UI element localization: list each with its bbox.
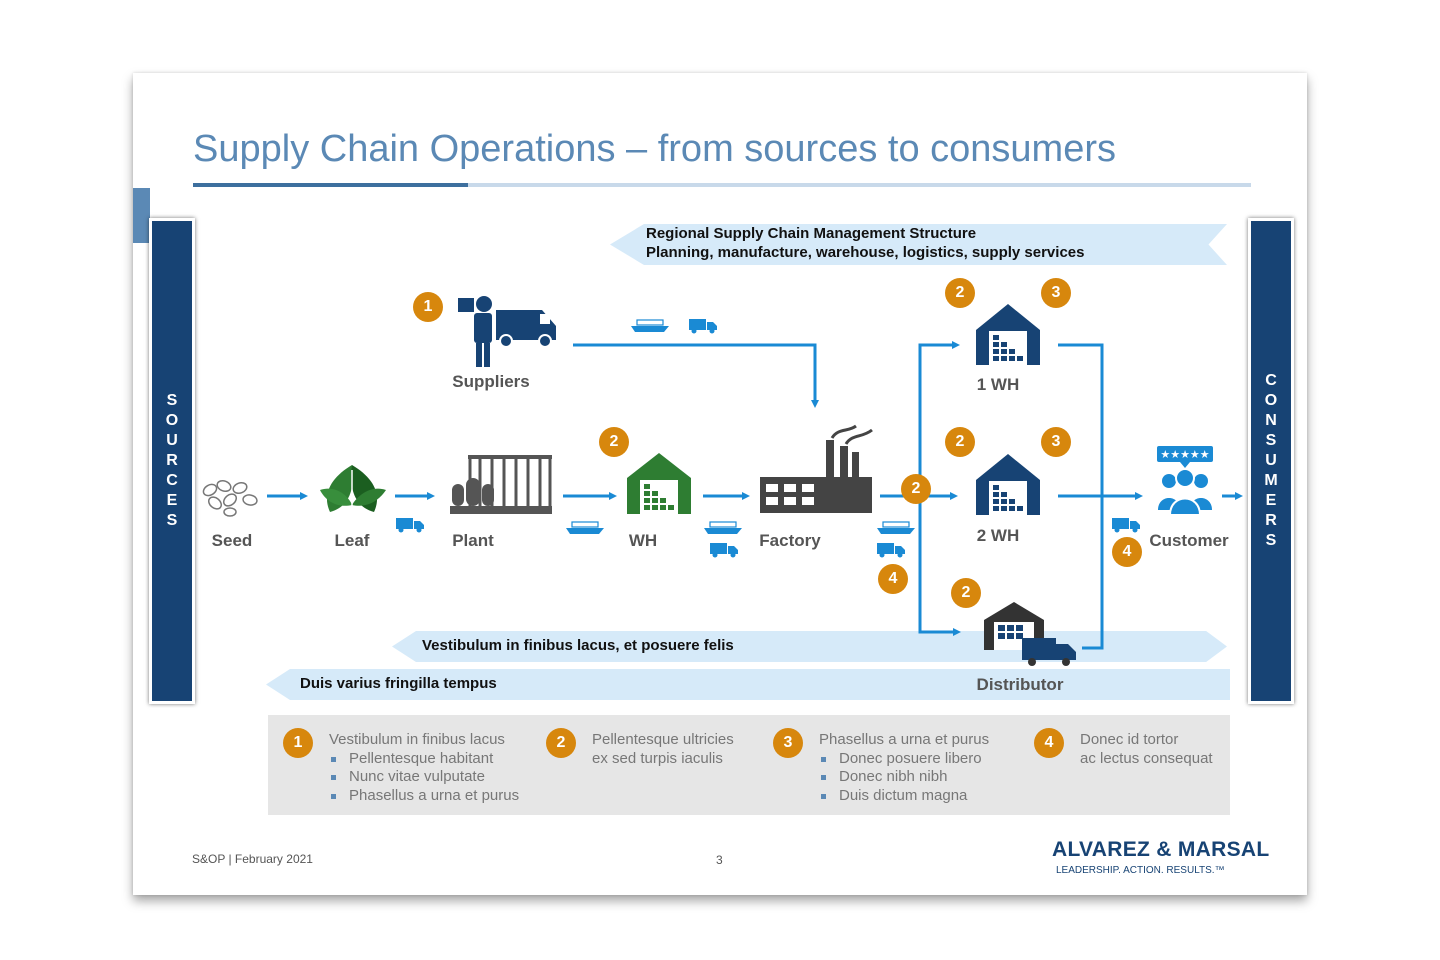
badge-suppliers: 1 (413, 292, 443, 322)
transport-icons (396, 319, 1140, 558)
badge-factory-2: 2 (901, 474, 931, 504)
arrow-factory-distributor (918, 496, 961, 636)
top-banner: Regional Supply Chain Management Structu… (610, 224, 1227, 265)
legend-line: Donec id tortor (1080, 731, 1179, 748)
logo-tagline: LEADERSHIP. ACTION. RESULTS.™ (1056, 865, 1225, 876)
legend-bullet: Nunc vitae vulputate (329, 768, 519, 787)
arrow-1wh-customer (1058, 343, 1104, 496)
warehouse-2-icon (976, 454, 1040, 515)
customer-group-icon: ★★★★★ (1157, 446, 1213, 516)
node-plant: Plant (452, 531, 494, 550)
legend-bullet: Donec posuere libero (819, 750, 989, 769)
legend-line: Vestibulum in finibus lacus (329, 731, 505, 748)
truck-icon (710, 543, 738, 558)
legend-bullet: Duis dictum magna (819, 787, 989, 806)
ship-icon (704, 521, 742, 534)
legend-line: Phasellus a urna et purus (819, 731, 990, 748)
truck-icon (1112, 518, 1140, 533)
badge-customer-4: 4 (1112, 537, 1142, 567)
truck-icon (396, 518, 424, 533)
warehouse-1-icon (976, 304, 1040, 365)
node-1wh: 1 WH (976, 375, 1020, 394)
bottom-banner-text: Duis varius fringilla tempus (300, 675, 497, 692)
badge-2wh-2: 2 (945, 427, 975, 457)
node-distributor: Distributor (976, 675, 1064, 694)
tab-accent (133, 188, 150, 243)
badge-wh: 2 (599, 427, 629, 457)
arrow-factory-1wh (918, 341, 960, 496)
legend-badge-2: 2 (546, 728, 576, 758)
node-suppliers: Suppliers (452, 372, 530, 391)
node-2wh: 2 WH (976, 526, 1020, 545)
middle-banner: Vestibulum in finibus lacus, et posuere … (392, 631, 1227, 662)
arrow-distributor-customer (1082, 496, 1104, 650)
leaf-icon (320, 465, 386, 516)
node-factory: Factory (759, 531, 821, 550)
seeds-icon (202, 479, 258, 517)
warehouse-icon (627, 453, 691, 514)
legend-bullet: Donec nibh nibh (819, 768, 989, 787)
page-number: 3 (716, 853, 723, 867)
top-banner-line2: Planning, manufacture, warehouse, logist… (646, 244, 1085, 261)
legend-panel (268, 715, 1230, 815)
truck-icon (877, 543, 905, 558)
arrow-suppliers-factory (573, 343, 819, 408)
flow-arrows (267, 341, 1243, 650)
title-rule-light (468, 183, 1251, 187)
node-leaf: Leaf (334, 531, 370, 550)
badge-2wh-3: 3 (1041, 427, 1071, 457)
top-banner-line1: Regional Supply Chain Management Structu… (646, 225, 977, 242)
legend-line: Pellentesque ultricies (592, 731, 734, 748)
middle-banner-text: Vestibulum in finibus lacus, et posuere … (422, 637, 734, 654)
node-customer: Customer (1149, 531, 1229, 550)
badge-1wh-3: 3 (1041, 278, 1071, 308)
legend-line: ac lectus consequat (1080, 749, 1213, 767)
legend-badge-1: 1 (283, 728, 313, 758)
title-rule-dark (193, 183, 468, 187)
legend-bullet: Pellentesque habitant (329, 750, 519, 769)
ship-icon (877, 521, 915, 534)
node-seed: Seed (211, 531, 253, 550)
ship-icon (631, 319, 669, 332)
badge-1wh-2: 2 (945, 278, 975, 308)
node-wh: WH (628, 531, 658, 550)
badge-distributor-2: 2 (951, 578, 981, 608)
page-title: Supply Chain Operations – from sources t… (193, 128, 1116, 170)
ship-icon (566, 521, 604, 534)
legend-badge-4: 4 (1034, 728, 1064, 758)
svg-text:★★★★★: ★★★★★ (1160, 448, 1209, 461)
supplier-truck-icon (458, 296, 556, 367)
legend-bullet: Phasellus a urna et purus (329, 787, 519, 806)
distributor-icon (984, 602, 1076, 666)
factory-icon (760, 424, 873, 513)
legend-line: ex sed turpis iaculis (592, 749, 723, 767)
logo-name: ALVAREZ & MARSAL (1052, 838, 1270, 861)
footer-left: S&OP | February 2021 (192, 852, 313, 866)
bottom-banner: Duis varius fringilla tempus (266, 669, 1230, 700)
truck-icon (689, 319, 717, 334)
badge-factory-4: 4 (878, 564, 908, 594)
legend-badge-3: 3 (773, 728, 803, 758)
plant-icon (450, 455, 552, 514)
